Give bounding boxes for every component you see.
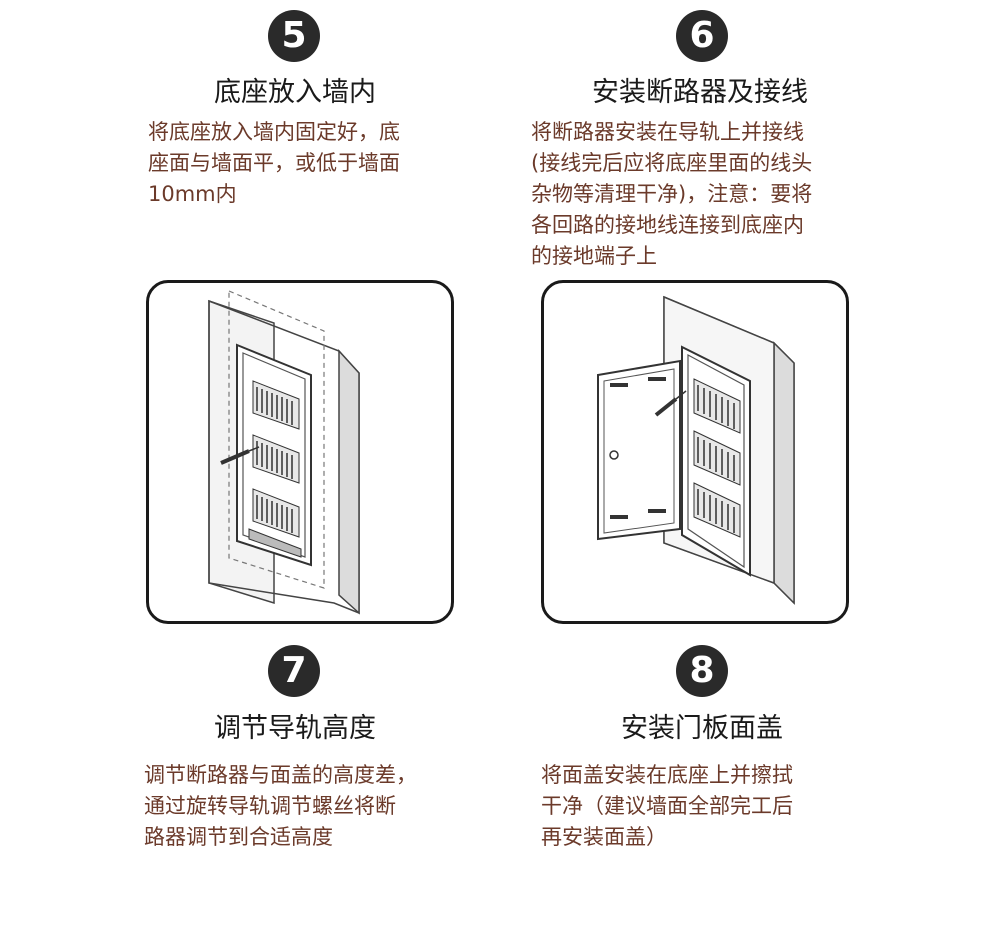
step-7-title: 调节导轨高度 bbox=[214, 713, 376, 744]
step-6-badge: 6 bbox=[676, 10, 728, 62]
step-6-description: 将断路器安装在导轨上并接线 (接线完后应将底座里面的线头 杂物等清理干净)，注意… bbox=[531, 120, 813, 268]
illustration-base-in-wall bbox=[146, 280, 454, 624]
step-6-title: 安装断路器及接线 bbox=[592, 77, 808, 108]
illustration-breakers-wiring bbox=[541, 280, 849, 624]
step-8-title: 安装门板面盖 bbox=[621, 713, 783, 744]
step-8-description: 将面盖安装在底座上并擦拭 干净（建议墙面全部完工后 再安装面盖） bbox=[541, 763, 793, 849]
step-5-badge: 5 bbox=[268, 10, 320, 62]
step-8-badge: 8 bbox=[676, 645, 728, 697]
step-5-title: 底座放入墙内 bbox=[214, 77, 376, 108]
step-7-badge: 7 bbox=[268, 645, 320, 697]
distribution-box-base-drawing bbox=[208, 290, 360, 615]
distribution-box-open-door-drawing bbox=[597, 295, 795, 605]
step-7-description: 调节断路器与面盖的高度差， 通过旋转导轨调节螺丝将断 路器调节到合适高度 bbox=[144, 763, 417, 849]
step-5-description: 将底座放入墙内固定好，底 座面与墙面平，或低于墙面 10mm内 bbox=[148, 120, 400, 206]
